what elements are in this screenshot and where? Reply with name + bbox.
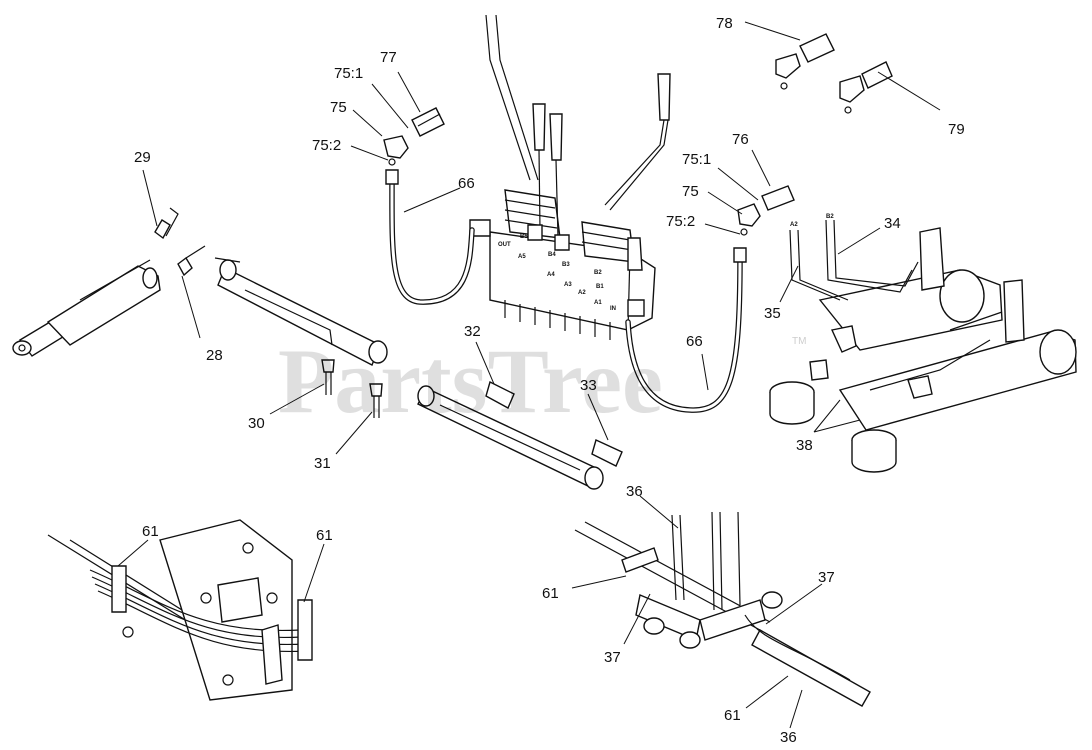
port-label: B2 — [594, 270, 602, 276]
hose-66-right — [625, 247, 747, 413]
port-label: A4 — [547, 272, 555, 278]
hose-routing-detail-right — [574, 511, 871, 707]
callout-33: 33 — [580, 377, 597, 394]
callout-61-left-a: 61 — [142, 523, 159, 540]
callout-61-right-b: 61 — [724, 707, 741, 724]
callout-75-1-right: 75:1 — [682, 151, 711, 168]
port-label: A1 — [594, 300, 602, 306]
callout-76: 76 — [732, 131, 749, 148]
hydraulic-cylinder-right-upper — [818, 227, 1003, 351]
collar-38-right — [851, 429, 897, 473]
port-label: B4 — [548, 252, 556, 258]
frame-detail-left — [47, 519, 313, 701]
port-label: IN — [610, 306, 616, 312]
port-labels: OUT B5 A5 B4 A4 B3 A3 B2 A2 B1 A1 IN A2 … — [498, 214, 834, 312]
collar-38-left — [769, 381, 815, 425]
callout-79: 79 — [948, 121, 965, 138]
callout-35: 35 — [764, 305, 781, 322]
hose-66-left — [385, 169, 475, 305]
cylinder-lines-right — [789, 219, 1003, 391]
callout-78: 78 — [716, 15, 733, 32]
callout-61-left-b: 61 — [316, 527, 333, 544]
callout-32: 32 — [464, 323, 481, 340]
leader-lines — [117, 21, 941, 729]
callout-75-left: 75 — [330, 99, 347, 116]
callout-75-2-left: 75:2 — [312, 137, 341, 154]
callout-61-right-a: 61 — [542, 585, 559, 602]
valve-fittings — [469, 219, 645, 317]
coupler-79 — [839, 61, 893, 114]
port-label: B2 — [826, 214, 834, 220]
fitting-31 — [369, 383, 383, 418]
coupler-77 — [411, 107, 445, 137]
hydraulic-cylinder-right-lower — [838, 279, 1077, 431]
callout-31: 31 — [314, 455, 331, 472]
elbow-75-left — [383, 135, 409, 166]
pin-28 — [177, 245, 206, 277]
fitting-32 — [485, 380, 515, 409]
callout-37-upper: 37 — [818, 569, 835, 586]
port-label: A2 — [578, 290, 586, 296]
callout-66-bottom: 66 — [686, 333, 703, 350]
port-label: A5 — [518, 254, 526, 260]
callout-29: 29 — [134, 149, 151, 166]
callout-38: 38 — [796, 437, 813, 454]
callout-75-2-right: 75:2 — [666, 213, 695, 230]
callout-37-lower: 37 — [604, 649, 621, 666]
callout-labels: 78 77 75:1 75 75:2 29 66 76 75:1 75 75:2… — [134, 15, 965, 746]
hydraulic-cylinder-left — [12, 259, 161, 357]
port-label: B3 — [562, 262, 570, 268]
callout-34: 34 — [884, 215, 901, 232]
port-label: OUT — [498, 242, 511, 248]
callout-77: 77 — [380, 49, 397, 66]
callout-36-top: 36 — [626, 483, 643, 500]
port-label: B1 — [596, 284, 604, 290]
port-label: A3 — [564, 282, 572, 288]
coupler-76 — [761, 185, 795, 211]
callout-30: 30 — [248, 415, 265, 432]
callout-75-1-left: 75:1 — [334, 65, 363, 82]
elbow-75-right — [737, 203, 761, 236]
control-levers — [485, 14, 671, 239]
watermark-trademark: TM — [792, 336, 806, 347]
callout-75-right: 75 — [682, 183, 699, 200]
fitting-30 — [321, 359, 335, 395]
hydraulic-cylinder-32-33 — [417, 385, 604, 490]
port-label: A2 — [790, 222, 798, 228]
coupler-78 — [775, 33, 835, 90]
elbows-right-group — [809, 325, 933, 399]
callout-36-bottom: 36 — [780, 729, 797, 746]
pin-29 — [154, 207, 179, 240]
callout-66-top: 66 — [458, 175, 475, 192]
fitting-33 — [591, 439, 623, 467]
port-label: B5 — [520, 234, 528, 240]
watermark-text: PartsTree — [278, 330, 663, 432]
control-valve-block — [489, 189, 656, 340]
callout-28: 28 — [206, 347, 223, 364]
hydraulic-cylinder-mid — [214, 257, 388, 366]
